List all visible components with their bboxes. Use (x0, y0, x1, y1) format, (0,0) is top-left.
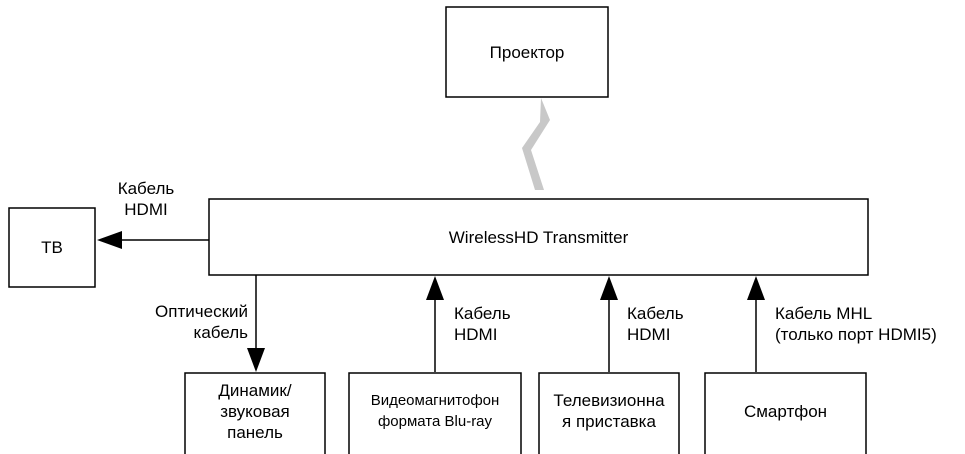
smartphone-label: Смартфон (743, 402, 828, 421)
tv-arrowhead (97, 231, 122, 249)
settop-label: Телевизионна я приставка (553, 391, 665, 431)
bluray-cable-label: Кабель HDMI (454, 304, 511, 344)
optical-cable-label: Оптический кабель (155, 302, 248, 342)
projector-label: Проектор (489, 42, 565, 62)
settop-box (538, 372, 680, 454)
wireless-link-icon (522, 98, 550, 190)
bluray-label: Видеомагнитофон формата Blu-ray (370, 392, 500, 430)
transmitter-box (208, 198, 869, 276)
tv-cable-label: Кабель HDMI (117, 179, 175, 219)
settop-cable-label: Кабель HDMI (627, 304, 684, 344)
settop-arrowhead (600, 276, 618, 300)
bluray-arrowhead (426, 276, 444, 300)
smartphone-arrowhead (747, 276, 765, 300)
tv-box (8, 207, 96, 288)
projector-box (445, 6, 609, 98)
smartphone-cable-label: Кабель MHL (только порт HDMI5) (775, 304, 937, 344)
speaker-box (184, 372, 326, 454)
transmitter-label: WirelessHD Transmitter (448, 227, 629, 247)
smartphone-box (704, 372, 867, 454)
speaker-arrowhead (247, 348, 265, 372)
tv-label: ТВ (41, 238, 63, 257)
speaker-label: Динамик/ звуковая панель (218, 381, 292, 442)
bluray-box (348, 372, 522, 454)
